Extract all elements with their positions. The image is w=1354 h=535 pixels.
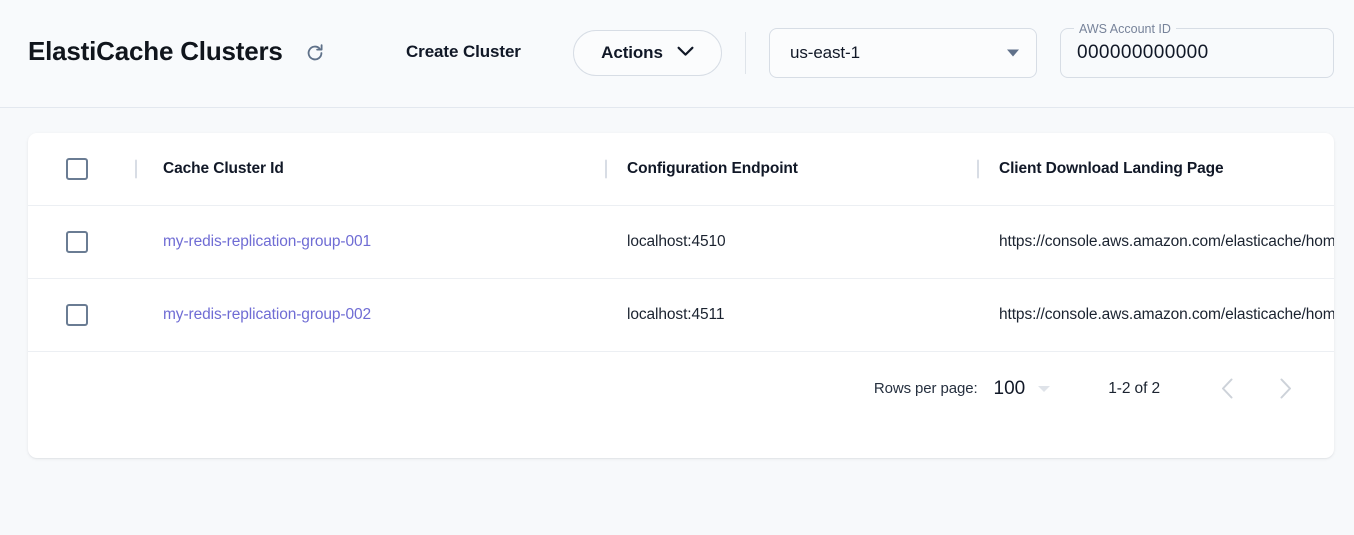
aws-account-id-field[interactable]: AWS Account ID 000000000000: [1060, 21, 1334, 78]
actions-button-label: Actions: [601, 43, 663, 62]
column-header-label: Configuration Endpoint: [627, 160, 798, 177]
table-pagination: Rows per page: 100 1-2 of 2: [28, 352, 1334, 425]
select-all-checkbox[interactable]: [66, 158, 88, 180]
chevron-down-icon: [677, 44, 694, 62]
clusters-card: Cache Cluster Id Configuration Endpoint …: [28, 133, 1334, 458]
column-header-configuration-endpoint[interactable]: Configuration Endpoint: [605, 133, 977, 205]
column-divider: [605, 159, 607, 179]
column-divider: [135, 159, 137, 179]
table-row[interactable]: my-redis-replication-group-001 localhost…: [28, 206, 1334, 279]
create-cluster-button[interactable]: Create Cluster: [406, 42, 521, 61]
landing-page-text: https://console.aws.amazon.com/elasticac…: [999, 233, 1334, 250]
rows-per-page-value: 100: [993, 377, 1026, 399]
column-divider: [977, 159, 979, 179]
aws-account-id-value: 000000000000: [1077, 42, 1209, 63]
chevron-left-icon[interactable]: [1208, 370, 1246, 408]
select-all-cell: [28, 158, 135, 180]
rows-per-page-label: Rows per page:: [873, 380, 978, 397]
rows-per-page-select[interactable]: 100: [994, 378, 1051, 400]
endpoint-text: localhost:4510: [627, 233, 726, 250]
row-checkbox[interactable]: [66, 304, 88, 326]
row-checkbox[interactable]: [66, 231, 88, 253]
chevron-right-icon[interactable]: [1266, 370, 1304, 408]
region-select[interactable]: us-east-1: [769, 28, 1037, 78]
table-row[interactable]: my-redis-replication-group-002 localhost…: [28, 279, 1334, 352]
endpoint-text: localhost:4511: [627, 306, 725, 323]
cell-client-download-landing-page: https://console.aws.amazon.com/elasticac…: [977, 279, 1334, 351]
clusters-table: Cache Cluster Id Configuration Endpoint …: [28, 133, 1334, 352]
triangle-down-icon: [1038, 385, 1051, 392]
row-select-cell: [28, 231, 135, 253]
header-divider: [745, 32, 746, 74]
column-header-cache-cluster-id[interactable]: Cache Cluster Id: [135, 133, 605, 205]
pagination-range: 1-2 of 2: [1108, 379, 1160, 397]
landing-page-text: https://console.aws.amazon.com/elasticac…: [999, 306, 1334, 323]
app-header: ElastiCache Clusters Create Cluster Acti…: [0, 0, 1354, 108]
cell-configuration-endpoint: localhost:4511: [605, 279, 977, 351]
region-select-value: us-east-1: [790, 43, 860, 62]
cluster-id-link[interactable]: my-redis-replication-group-001: [163, 233, 372, 250]
cluster-id-link[interactable]: my-redis-replication-group-002: [163, 306, 372, 323]
page-title: ElastiCache Clusters: [28, 36, 283, 66]
cell-client-download-landing-page: https://console.aws.amazon.com/elasticac…: [977, 206, 1334, 278]
column-header-label: Cache Cluster Id: [163, 160, 284, 177]
refresh-icon[interactable]: [301, 39, 329, 67]
cell-configuration-endpoint: localhost:4510: [605, 206, 977, 278]
table-header-row: Cache Cluster Id Configuration Endpoint …: [28, 133, 1334, 206]
actions-button[interactable]: Actions: [573, 30, 722, 76]
cell-cache-cluster-id: my-redis-replication-group-001: [135, 206, 605, 278]
column-header-label: Client Download Landing Page: [999, 160, 1224, 177]
cell-cache-cluster-id: my-redis-replication-group-002: [135, 279, 605, 351]
aws-account-id-label: AWS Account ID: [1074, 21, 1176, 37]
row-select-cell: [28, 304, 135, 326]
triangle-down-icon: [1007, 49, 1019, 57]
column-header-client-download-landing-page[interactable]: Client Download Landing Page: [977, 133, 1334, 205]
